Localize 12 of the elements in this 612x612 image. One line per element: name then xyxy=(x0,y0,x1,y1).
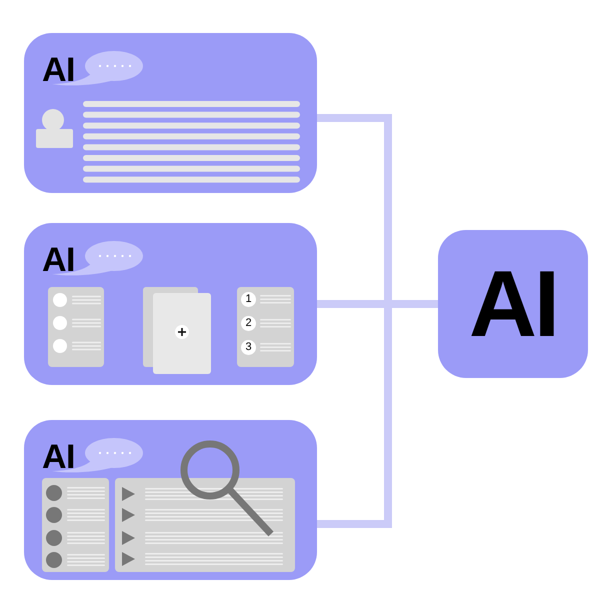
heading-text: AI xyxy=(42,243,75,277)
heading-text: AI xyxy=(42,53,75,87)
number-badge: 2 xyxy=(241,316,256,331)
heading-text: AI xyxy=(42,440,75,474)
rounded-panel xyxy=(24,223,317,385)
number-badge: 1 xyxy=(241,292,256,307)
numbered-list-card xyxy=(237,287,294,367)
rounded-panel xyxy=(24,420,317,580)
rounded-tile xyxy=(438,230,588,378)
heading-text: AI xyxy=(469,257,557,351)
rounded-panel xyxy=(24,33,317,193)
number-badge: 3 xyxy=(241,340,256,355)
